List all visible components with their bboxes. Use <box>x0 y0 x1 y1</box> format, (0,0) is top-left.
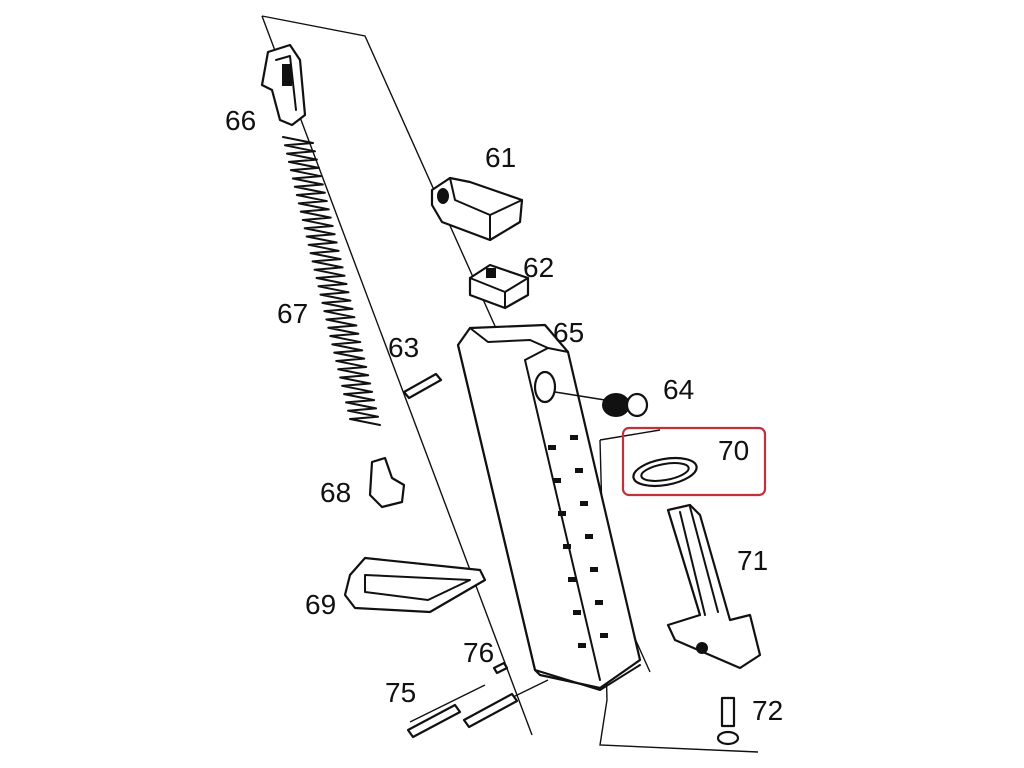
part-68-latch <box>368 456 406 509</box>
label-68: 68 <box>320 477 351 508</box>
part-76-pin <box>492 661 509 675</box>
label-70: 70 <box>718 435 749 466</box>
label-76: 76 <box>463 637 494 668</box>
label-75: 75 <box>385 677 416 708</box>
part-75-pins <box>406 692 519 739</box>
count-hole <box>573 610 581 615</box>
label-63: 63 <box>388 332 419 363</box>
count-hole <box>580 501 588 506</box>
part-70-oring <box>621 426 767 497</box>
count-hole <box>548 445 556 450</box>
label-65: 65 <box>553 317 584 348</box>
label-64: 64 <box>663 374 694 405</box>
label-69: 69 <box>305 589 336 620</box>
count-hole <box>590 567 598 572</box>
label-71: 71 <box>737 545 768 576</box>
count-hole <box>563 544 571 549</box>
part-69-base-plate <box>343 556 487 614</box>
part-65-magazine-body <box>456 323 642 691</box>
part-labels: 66 61 62 65 67 63 64 70 68 71 69 76 75 7… <box>225 105 783 726</box>
part-71-follower <box>666 503 762 670</box>
count-hole <box>595 600 603 605</box>
label-61: 61 <box>485 142 516 173</box>
part-67-spring <box>282 136 381 426</box>
count-hole <box>575 468 583 473</box>
label-62: 62 <box>523 252 554 283</box>
count-hole <box>600 633 608 638</box>
label-72: 72 <box>752 695 783 726</box>
part-62-block <box>468 263 530 310</box>
count-hole <box>578 643 586 648</box>
count-hole <box>558 511 566 516</box>
part-61-slide-stop <box>430 176 524 242</box>
count-hole <box>570 435 578 440</box>
magazine-count-holes <box>548 435 608 648</box>
part-64-button <box>554 391 649 418</box>
part-63-pin <box>402 372 443 400</box>
part-72-screw <box>716 696 740 746</box>
count-hole <box>585 534 593 539</box>
count-hole <box>568 577 576 582</box>
highlight-box <box>621 426 767 497</box>
label-66: 66 <box>225 105 256 136</box>
part-66-follower-top <box>260 43 307 127</box>
count-hole <box>553 478 561 483</box>
label-67: 67 <box>277 298 308 329</box>
